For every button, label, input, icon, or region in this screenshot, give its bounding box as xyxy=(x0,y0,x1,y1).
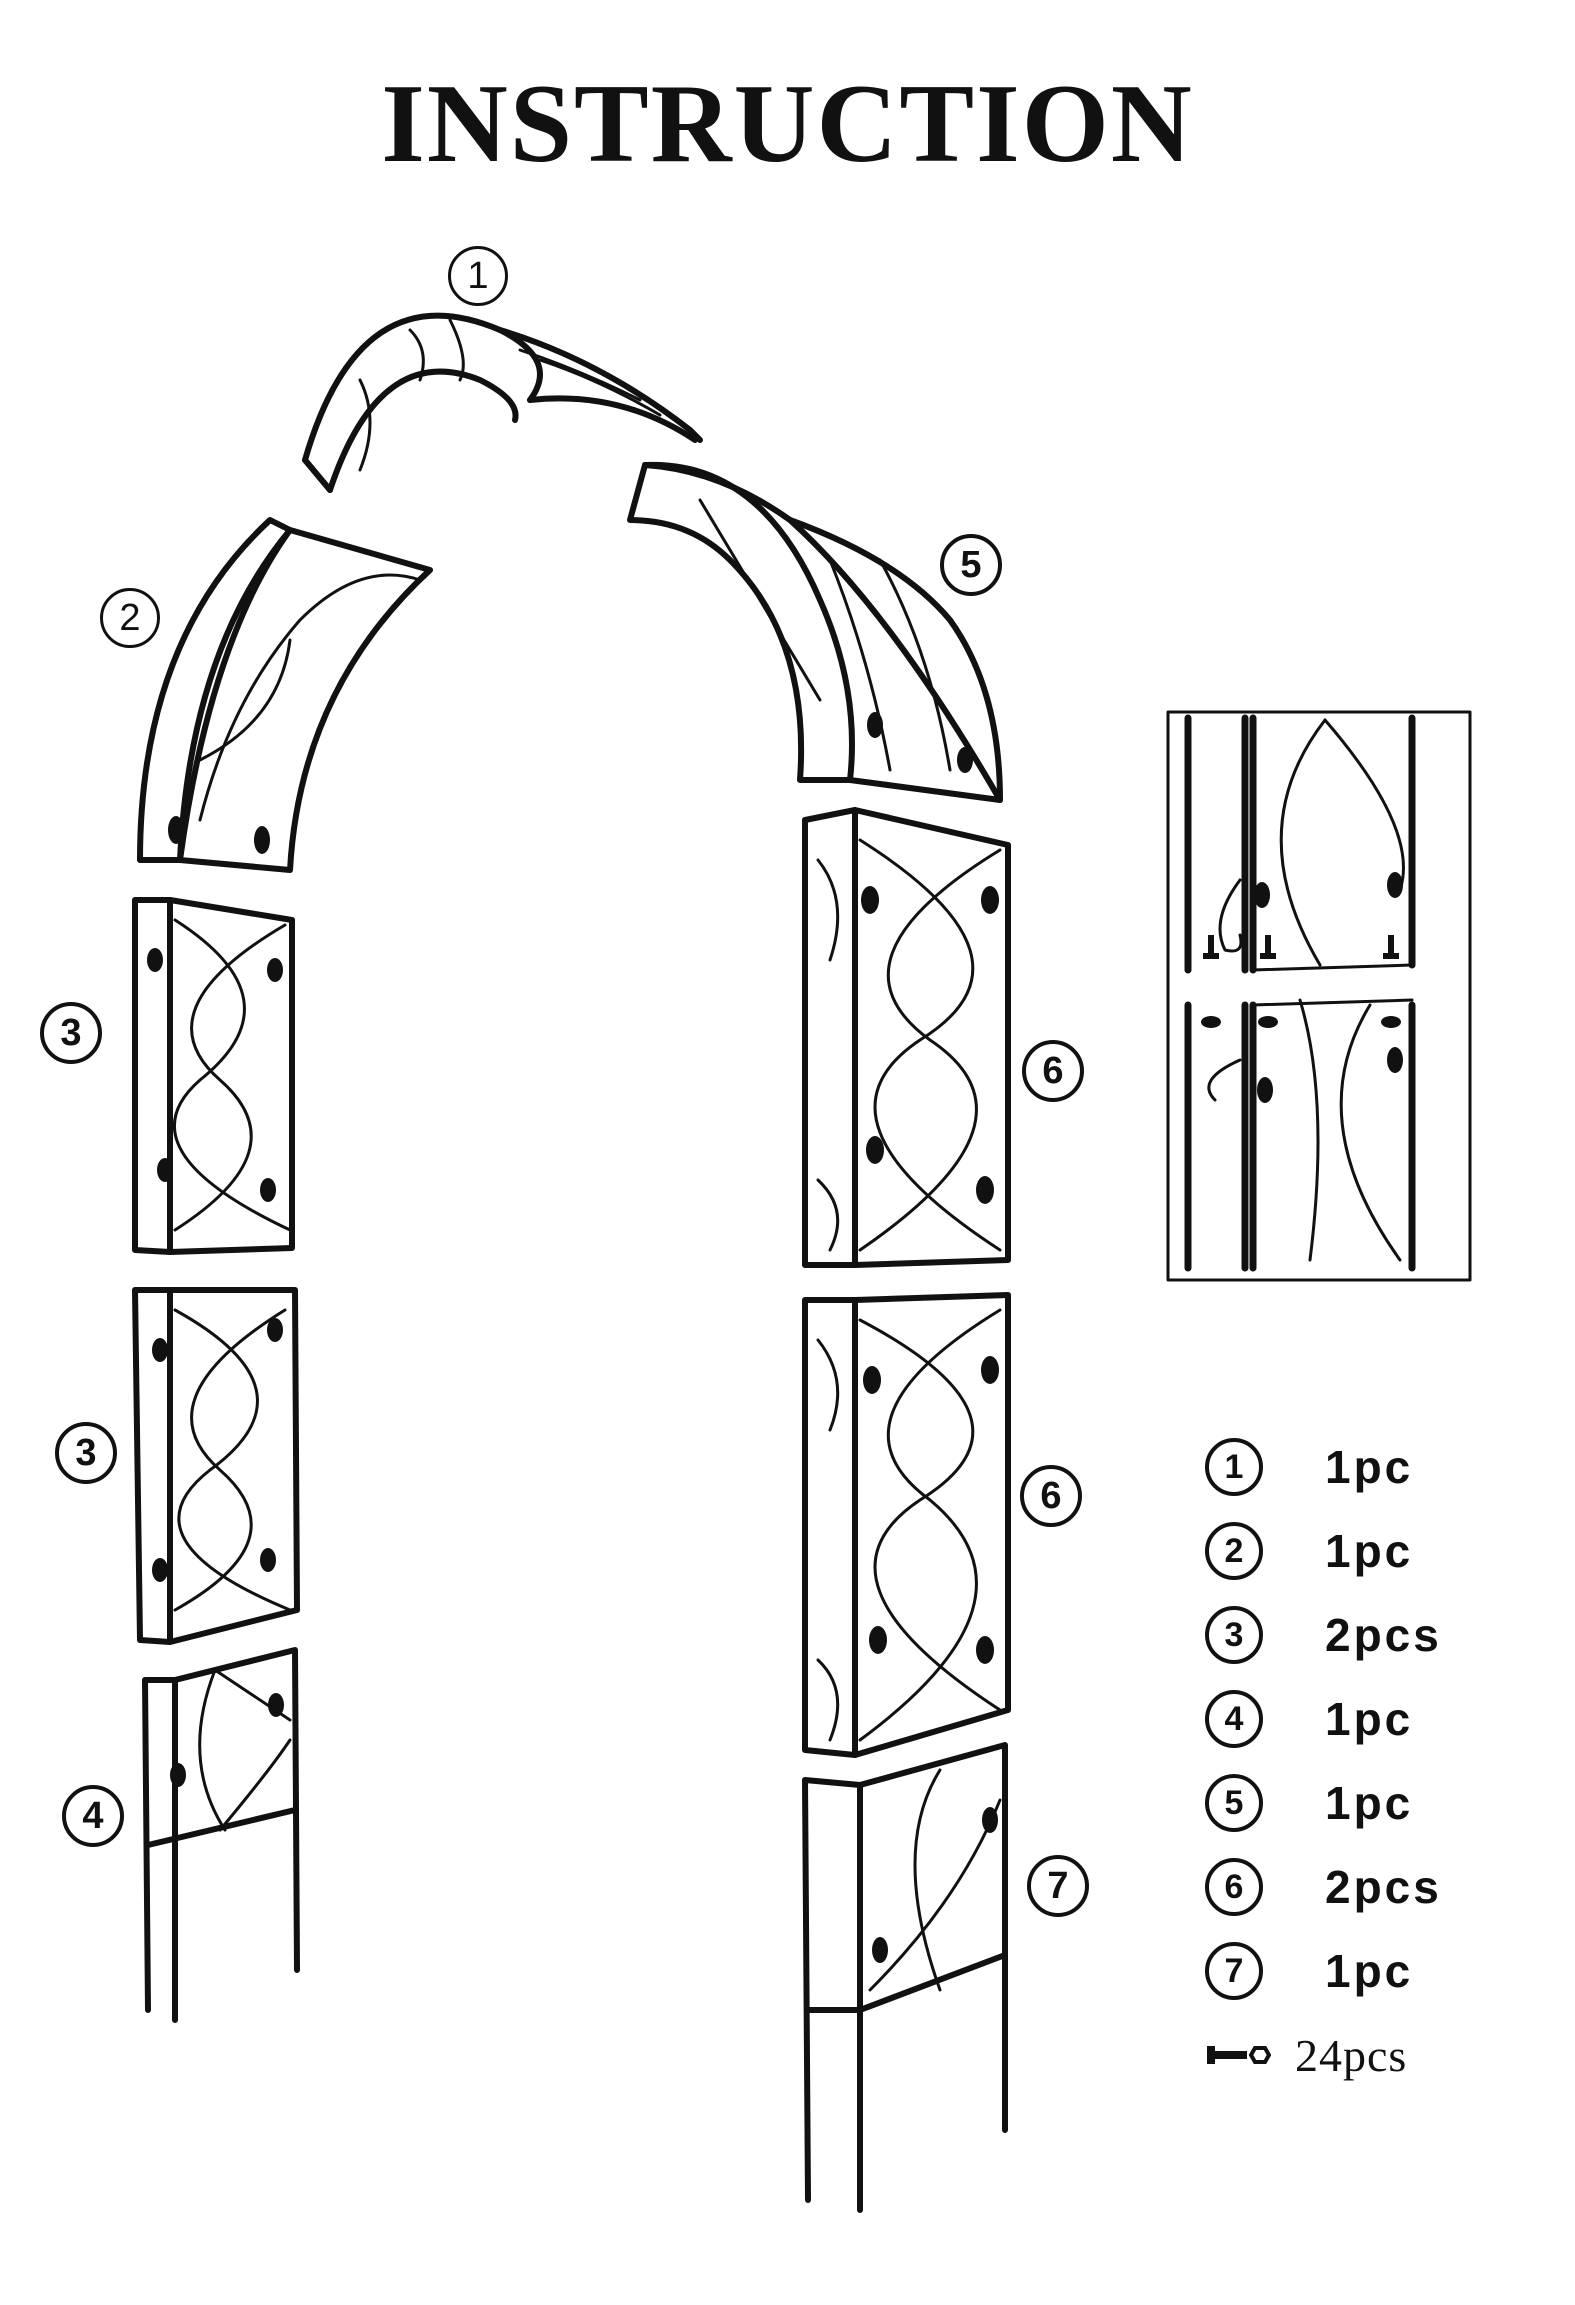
label-part-6a: 6 xyxy=(1022,1040,1084,1102)
parts-list-item: 1 1pc xyxy=(1205,1425,1565,1509)
part-quantity: 1pc xyxy=(1325,1525,1414,1577)
parts-list-bolt: 24pcs xyxy=(1205,2013,1565,2097)
part-number: 6 xyxy=(1205,1858,1263,1916)
label-part-3b: 3 xyxy=(55,1422,117,1484)
part-quantity: 1pc xyxy=(1325,1693,1414,1745)
label-part-2: 2 xyxy=(100,588,160,648)
part-2-left-curve xyxy=(137,517,433,873)
part-1-top-arch xyxy=(302,312,703,493)
part-quantity: 1pc xyxy=(1325,1945,1414,1997)
label-part-6a-text: 6 xyxy=(1042,1050,1064,1092)
parts-list-item: 6 2pcs xyxy=(1205,1845,1565,1929)
label-part-6b: 6 xyxy=(1020,1465,1082,1527)
label-part-4: 4 xyxy=(62,1785,124,1847)
label-part-5: 5 xyxy=(940,534,1002,596)
parts-list-item: 3 2pcs xyxy=(1205,1593,1565,1677)
label-part-2-text: 2 xyxy=(119,597,141,639)
label-part-3b-text: 3 xyxy=(75,1432,97,1474)
connection-detail-inset xyxy=(1166,710,1472,1282)
label-part-3a: 3 xyxy=(40,1002,102,1064)
part-quantity: 1pc xyxy=(1325,1777,1414,1829)
part-number: 3 xyxy=(1205,1606,1263,1664)
parts-list: 1 1pc 2 1pc 3 2pcs 4 1pc 5 1pc 6 2pcs 7 … xyxy=(1205,1425,1565,2097)
label-part-5-text: 5 xyxy=(960,544,982,586)
part-quantity: 2pcs xyxy=(1325,1861,1442,1913)
bolt-quantity: 24pcs xyxy=(1295,2029,1408,2081)
label-part-6b-text: 6 xyxy=(1040,1475,1062,1517)
part-quantity: 2pcs xyxy=(1325,1609,1442,1661)
label-part-1: 1 xyxy=(448,246,508,306)
part-7-base xyxy=(802,1742,1008,2213)
label-part-7-text: 7 xyxy=(1047,1865,1069,1907)
part-quantity: 1pc xyxy=(1325,1441,1414,1493)
part-3a-panel xyxy=(132,897,295,1255)
part-number: 7 xyxy=(1205,1942,1263,2000)
label-part-7: 7 xyxy=(1027,1855,1089,1917)
part-number: 2 xyxy=(1205,1522,1263,1580)
part-number: 5 xyxy=(1205,1774,1263,1832)
page-title: INSTRUCTION xyxy=(381,62,1194,186)
parts-list-item: 4 1pc xyxy=(1205,1677,1565,1761)
parts-list-item: 2 1pc xyxy=(1205,1509,1565,1593)
label-part-4-text: 4 xyxy=(82,1795,104,1837)
label-part-3a-text: 3 xyxy=(60,1012,82,1054)
parts-list-item: 5 1pc xyxy=(1205,1761,1565,1845)
part-4-base xyxy=(142,1647,300,2023)
part-6b-panel xyxy=(802,1292,1011,1758)
part-6a-panel xyxy=(802,807,1011,1268)
label-part-1-text: 1 xyxy=(467,255,489,297)
part-3b-panel xyxy=(132,1287,300,1645)
bolt-icon xyxy=(1207,2046,1271,2064)
part-number: 1 xyxy=(1205,1438,1263,1496)
part-number: 4 xyxy=(1205,1690,1263,1748)
part-5-right-curve xyxy=(627,461,1003,803)
bolt-detail-icons xyxy=(1201,935,1401,1028)
parts-list-item: 7 1pc xyxy=(1205,1929,1565,2013)
